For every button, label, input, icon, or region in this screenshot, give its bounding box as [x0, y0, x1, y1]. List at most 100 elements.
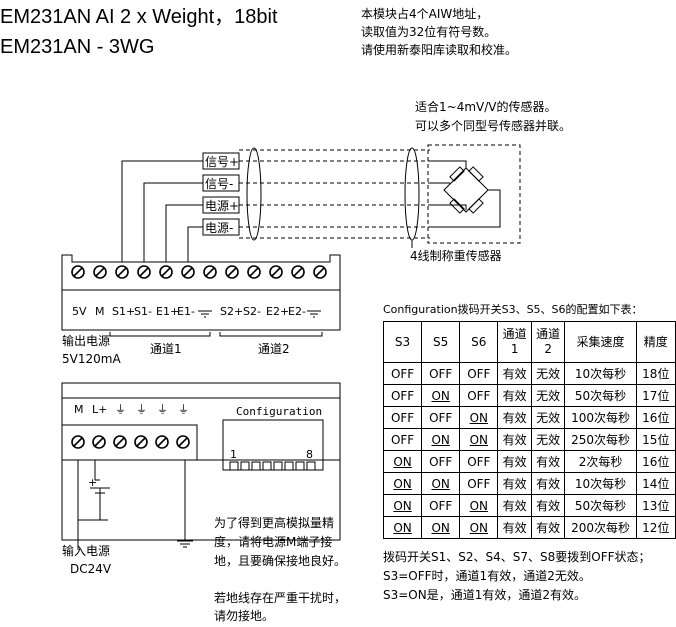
lower-label-lplus: L+ [92, 403, 108, 416]
cell: 有效 [497, 406, 532, 429]
terminal-label-e2plus: E2+ [266, 305, 290, 318]
lower-label-ground-4: ⏚ [178, 403, 189, 416]
sensor-note-1: 适合1~4mV/V的传感器。 [415, 100, 557, 114]
signal-minus-label: 信号- [205, 177, 234, 191]
dip-start-label: 1 [230, 448, 237, 461]
bridge-diamond [443, 167, 489, 213]
lower-module-outline [61, 382, 341, 541]
input-power-2: DC24V [70, 562, 112, 576]
cell: 10次每秒 [564, 472, 637, 495]
terminal-label-e1plus: E1+ [156, 305, 180, 318]
output-power-2: 5V120mA [62, 352, 121, 366]
bottom-note-3: S3=ON是，通道1有效，通道2有效。 [383, 588, 586, 602]
cell: 有效 [497, 362, 532, 385]
cell: 有效 [497, 472, 532, 495]
cell: OFF [382, 384, 423, 407]
sensor-label: 4线制称重传感器 [410, 249, 502, 263]
cell: 100次每秒 [564, 406, 637, 429]
cell: 16位 [635, 406, 676, 429]
channel-1-label: 通道1 [150, 342, 182, 356]
table-header-row: S3 S5 S6 通道 1 通道 2 采集速度 精度 [382, 321, 676, 363]
wire-signal-minus [143, 182, 203, 262]
header-s6: S6 [459, 321, 499, 363]
channel-2-label: 通道2 [258, 342, 290, 356]
header-speed: 采集速度 [564, 321, 637, 363]
cell: 有效 [497, 494, 532, 517]
cell: OFF [459, 472, 499, 495]
cable-dashed-lines [239, 144, 521, 244]
cell: OFF [382, 428, 423, 451]
cell: 18位 [635, 362, 676, 385]
dip-switches [229, 461, 316, 471]
cell: OFF [421, 450, 461, 473]
terminal-label-m: M [95, 305, 105, 318]
cell: 有效 [530, 494, 566, 517]
cell: 有效 [497, 428, 532, 451]
shield-ellipse-left [246, 147, 262, 241]
header-ch1: 通道 1 [497, 321, 532, 363]
title-line-2: EM231AN - 3WG [0, 36, 155, 58]
cell: OFF [459, 450, 499, 473]
wire-power-minus [187, 226, 203, 262]
cell: 50次每秒 [564, 384, 637, 407]
signal-plus-label: 信号+ [205, 155, 240, 169]
output-power-1: 输出电源 [62, 334, 111, 348]
cell: OFF [459, 384, 499, 407]
cell: 15位 [635, 428, 676, 451]
lower-terminals [71, 435, 190, 449]
header-precision: 精度 [635, 321, 676, 363]
cell: ON [421, 472, 461, 495]
cell: ON [421, 384, 461, 407]
cell: 无效 [530, 406, 566, 429]
terminal-label-s2minus: S2- [243, 305, 261, 318]
cell: 13位 [635, 494, 676, 517]
power-minus-label: 电源- [205, 221, 234, 235]
cell: ON [421, 516, 461, 539]
ground-note-1: 若地线存在严重干扰时， [214, 591, 347, 605]
precision-note-2: 度，请将电源M端子接 [214, 535, 333, 549]
wire-power-plus [165, 204, 203, 262]
cell: 250次每秒 [564, 428, 637, 451]
header-s5: S5 [421, 321, 461, 363]
sensor-note-2: 可以多个同型号传感器并联。 [415, 119, 572, 133]
cell: 有效 [497, 450, 532, 473]
header-s3: S3 [382, 321, 423, 363]
cell: ON [459, 406, 499, 429]
cell: 16位 [635, 450, 676, 473]
cell: OFF [421, 406, 461, 429]
cell: 有效 [497, 384, 532, 407]
ground-note-2: 请勿接地。 [214, 609, 275, 623]
cell: ON [459, 516, 499, 539]
cell: 无效 [530, 384, 566, 407]
precision-note-1: 为了得到更高模拟量精 [214, 516, 335, 530]
cell: 12位 [635, 516, 676, 539]
cell: ON [382, 494, 423, 517]
cell: ON [382, 450, 423, 473]
lower-label-m: M [74, 403, 84, 416]
cell: ON [459, 428, 499, 451]
terminal-label-5v: 5V [72, 305, 87, 318]
plus-sign: + [88, 476, 98, 489]
header-ch2: 通道 2 [530, 321, 566, 363]
table-caption: Configuration拨码开关S3、S5、S6的配置如下表： [383, 303, 643, 316]
cell: OFF [382, 406, 423, 429]
terminal-label-s1plus: S1+ [112, 305, 136, 318]
dip-end-label: 8 [306, 448, 313, 461]
upper-terminals [71, 265, 327, 279]
wire-signal-plus [121, 160, 203, 262]
lower-label-ground-3: ⏚ [157, 403, 168, 416]
terminal-label-e1minus: E1- [177, 305, 195, 318]
bottom-note-2: S3=OFF时，通道1有效，通道2无效。 [383, 569, 591, 583]
cell: ON [382, 516, 423, 539]
top-note-2: 读取值为32位有符号数。 [361, 25, 497, 39]
cell: OFF [421, 494, 461, 517]
cell: 有效 [530, 516, 566, 539]
top-note-3: 请使用新泰阳库读取和校准。 [361, 43, 518, 57]
